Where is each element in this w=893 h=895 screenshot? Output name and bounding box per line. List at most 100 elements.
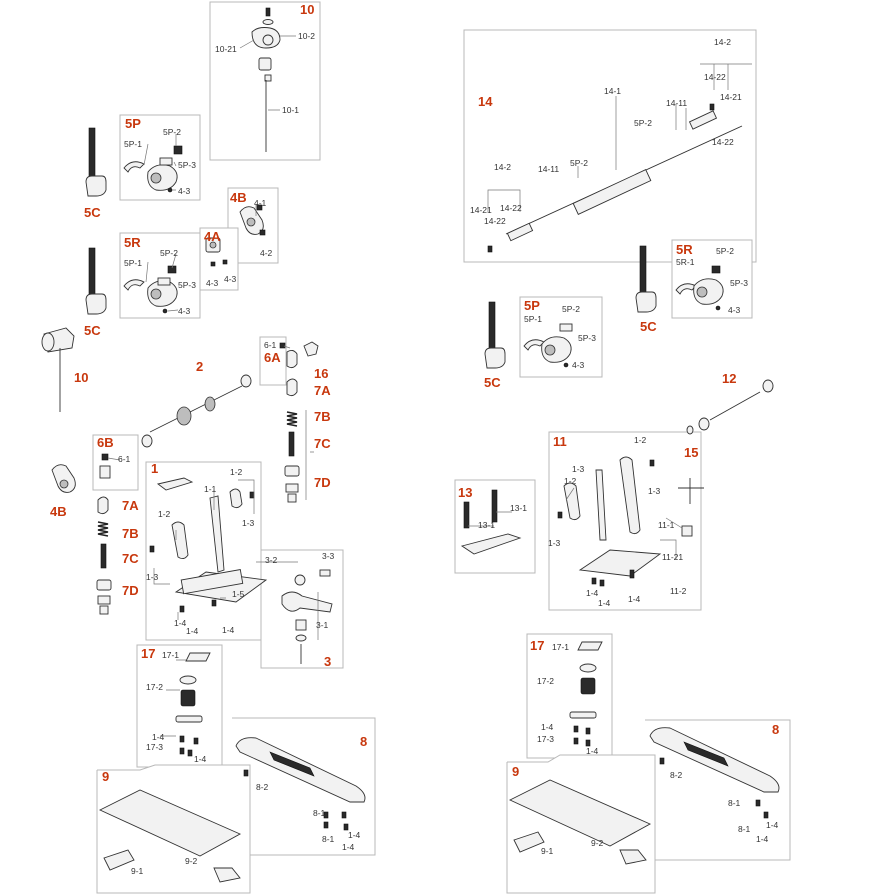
label-8-1-right-a: 8-1 [728, 798, 741, 808]
frame-1 [149, 477, 268, 613]
spring-clamp-5R [123, 265, 178, 314]
box-14 [463, 29, 757, 263]
group-label-5P: 5P [125, 116, 141, 131]
label-4-1: 4-1 [254, 198, 267, 208]
footboard-8-right [649, 727, 780, 819]
toe-stop-17-right [569, 641, 603, 747]
group-label-5C-right-2: 5C [484, 375, 501, 390]
label-1-4-l: 1-4 [586, 746, 599, 756]
group-label-7A: 7A [314, 383, 331, 398]
label-17-2: 17-2 [146, 682, 163, 692]
label-14-22-c: 14-22 [500, 203, 522, 213]
footboard-8 [235, 737, 366, 831]
label-9-2: 9-2 [185, 856, 198, 866]
label-1-4-j: 1-4 [628, 594, 641, 604]
spring-5C-lower [85, 247, 107, 315]
label-8-1-right-b: 8-1 [738, 824, 751, 834]
label-13-1-a: 13-1 [510, 503, 527, 513]
group-label-2: 2 [196, 359, 203, 374]
group-label-4A: 4A [204, 229, 221, 244]
label-1-2-a: 1-2 [230, 467, 243, 477]
label-4-3-a: 4-3 [178, 186, 191, 196]
group-label-7B-left: 7B [122, 526, 139, 541]
group-label-6B: 6B [97, 435, 114, 450]
label-5P-1-right: 5P-1 [524, 314, 542, 324]
label-11-1: 11-1 [658, 520, 675, 530]
label-9-1: 9-1 [131, 866, 144, 876]
group-label-1: 1 [151, 461, 158, 476]
label-1-4-i: 1-4 [598, 598, 611, 608]
leader-lines [107, 35, 752, 737]
group-label-11: 11 [553, 434, 567, 449]
label-1-4-n: 1-4 [756, 834, 769, 844]
label-1-4-k: 1-4 [541, 722, 554, 732]
clamp-4A [205, 237, 228, 267]
spring-clamp-5P-right [523, 323, 573, 368]
label-14-21-b: 14-21 [470, 205, 492, 215]
label-1-4-h: 1-4 [586, 588, 599, 598]
label-5P-2-right: 5P-2 [562, 304, 580, 314]
label-14-22-d: 14-22 [484, 216, 506, 226]
group-label-3: 3 [324, 654, 331, 669]
group-label-7A-left: 7A [122, 498, 139, 513]
spring-5C-right-2 [484, 301, 506, 369]
group-label-10: 10 [300, 2, 314, 17]
label-8-2: 8-2 [256, 782, 269, 792]
label-5P-2-r: 5P-2 [160, 248, 178, 258]
group-label-9-right: 9 [512, 764, 519, 779]
label-8-2-right: 8-2 [670, 770, 683, 780]
group-label-12: 12 [722, 371, 736, 386]
box-5P-right [519, 296, 603, 378]
group-label-5R-right: 5R [676, 242, 693, 257]
group-label-7C: 7C [314, 436, 331, 451]
label-13-1-b: 13-1 [478, 520, 495, 530]
label-10-2: 10-2 [298, 31, 315, 41]
label-14-21-a: 14-21 [720, 92, 742, 102]
label-6-1-a: 6-1 [264, 340, 277, 350]
label-4-3-e: 4-3 [728, 305, 741, 315]
label-3-3: 3-3 [322, 551, 335, 561]
box-6B [92, 434, 139, 491]
group-label-4B-left: 4B [50, 504, 67, 519]
cam-3 [281, 569, 333, 664]
label-5P-2: 5P-2 [163, 127, 181, 137]
label-5P-2-14b: 5P-2 [570, 158, 588, 168]
label-1-3-c: 1-3 [572, 464, 585, 474]
label-1-3-d: 1-3 [648, 486, 661, 496]
label-4-2: 4-2 [260, 248, 273, 258]
label-1-4-d: 1-4 [152, 732, 165, 742]
label-1-4-m: 1-4 [766, 820, 779, 830]
label-6-1-b: 6-1 [118, 454, 131, 464]
label-8-1-b: 8-1 [322, 834, 335, 844]
label-10-21: 10-21 [215, 44, 237, 54]
label-4-3-c: 4-3 [224, 274, 237, 284]
group-label-6A: 6A [264, 350, 281, 365]
group-label-8-right: 8 [772, 722, 779, 737]
spring-5C-right [635, 245, 657, 313]
group-label-5R: 5R [124, 235, 141, 250]
group-label-9: 9 [102, 769, 109, 784]
label-1-4-g: 1-4 [342, 842, 355, 852]
spring-clamp-5P [123, 145, 183, 193]
label-1-2-c: 1-2 [634, 435, 647, 445]
beater-10 [41, 327, 75, 412]
group-label-5C-2: 5C [84, 323, 101, 338]
box-17-right [526, 633, 613, 759]
label-9-1-right: 9-1 [541, 846, 554, 856]
label-1-2-d: 1-2 [564, 476, 577, 486]
label-17-3-right: 17-3 [537, 734, 554, 744]
label-4-3-b: 4-3 [206, 278, 219, 288]
label-5R-1: 5R-1 [676, 257, 695, 267]
heel-plate-9-right [508, 779, 652, 865]
label-5P-1-r: 5P-1 [124, 258, 142, 268]
group-label-13: 13 [458, 485, 472, 500]
group-label-15: 15 [684, 445, 698, 460]
group-label-7D: 7D [314, 475, 331, 490]
group-label-5P-right: 5P [524, 298, 540, 313]
label-5P-3: 5P-3 [178, 160, 196, 170]
parts-4B-6B-7-left [51, 453, 112, 615]
label-14-2-a: 14-2 [714, 37, 731, 47]
spring-clamp-5R-right [675, 265, 724, 311]
label-1-4-e: 1-4 [194, 754, 207, 764]
